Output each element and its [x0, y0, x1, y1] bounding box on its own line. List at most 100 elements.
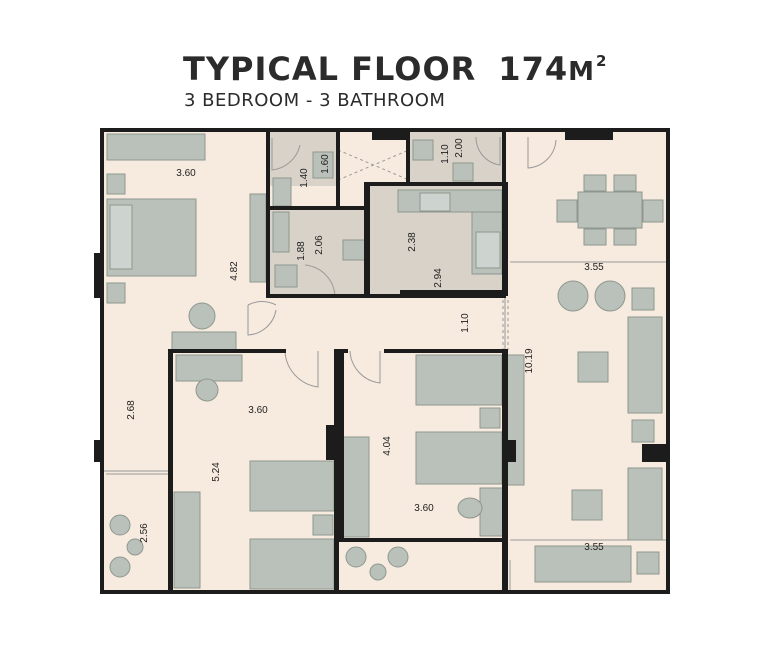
plan-area-sup: 2 — [595, 52, 608, 70]
wall-master-right — [266, 128, 270, 298]
dim-living-width-top: 3.55 — [584, 262, 604, 273]
bed2-bed-2 — [249, 538, 335, 590]
dining-chair-2 — [613, 174, 637, 192]
wall-bath1-right — [336, 128, 340, 206]
bath-2-sink — [342, 239, 366, 261]
dining-chair-1 — [583, 174, 607, 192]
bed2-chair — [195, 378, 219, 402]
dining-table — [577, 191, 643, 229]
dining-chair-6 — [642, 199, 664, 223]
bed3-nightstand — [479, 407, 501, 429]
dimension-labels: 3.60 4.82 1.40 1.60 1.88 2.06 2.38 2.94 … — [126, 138, 604, 553]
laundry-sink — [452, 162, 474, 182]
wall-kitchen-bottom — [400, 290, 506, 298]
wall-kitchen-right — [502, 186, 508, 296]
bed3-wardrobe — [342, 436, 370, 538]
furniture — [106, 133, 664, 590]
bed2-bed-1 — [249, 460, 335, 512]
dining-chair-5 — [556, 199, 578, 223]
door-master-leaf — [247, 305, 277, 336]
master-chair — [188, 302, 216, 330]
bed2-wardrobe — [173, 491, 201, 589]
column-right — [642, 444, 668, 462]
wall-bed2-right — [334, 349, 339, 594]
wall-kitchen-top — [364, 182, 508, 186]
laundry-washer — [412, 139, 434, 161]
dim-kitchen-a: 2.38 — [407, 232, 418, 252]
living-sofa — [627, 316, 663, 414]
balcony-mid-table — [369, 563, 387, 581]
column-left-1 — [94, 253, 104, 298]
plan-area-unit: M — [568, 57, 595, 87]
plan-area-value: 174 — [498, 50, 569, 88]
kitchen-hob — [475, 231, 501, 269]
master-desk — [171, 331, 237, 351]
wall-laundry-right — [502, 128, 506, 186]
wall-bath-bottom — [266, 294, 406, 298]
door-entrance — [527, 137, 557, 169]
wall-kitchen-left — [364, 184, 370, 298]
dining-chair-4 — [613, 228, 637, 246]
dim-dressing: 2.68 — [126, 400, 137, 420]
column-bed2 — [326, 425, 338, 460]
bed2-desk — [175, 354, 243, 382]
door-laundry — [475, 136, 501, 166]
balcony-left-chair-2 — [109, 556, 131, 578]
master-nightstand-2 — [106, 282, 126, 304]
walls — [94, 128, 670, 594]
door-bath-1 — [271, 138, 301, 171]
bath-2-shower — [272, 211, 290, 253]
dim-balcony-left: 2.56 — [139, 523, 150, 543]
column-bed3 — [502, 440, 516, 462]
dim-living-length: 10.19 — [524, 348, 535, 373]
wall-bed3-right — [502, 349, 508, 594]
living-side-table-1 — [631, 287, 655, 311]
dim-bed3-width: 3.60 — [414, 503, 434, 514]
bed2-nightstand — [312, 514, 334, 536]
plan-title: TYPICAL FLOOR 174M2 — [183, 50, 607, 88]
bed3-chair — [457, 497, 483, 519]
wall-outer-bottom — [100, 590, 670, 594]
column-top-1 — [372, 128, 410, 140]
bed3-bed-2 — [415, 431, 503, 485]
dim-laundry-a: 1.10 — [440, 144, 451, 164]
wall-bed3-left — [338, 349, 344, 541]
dim-bath2-a: 1.88 — [296, 241, 307, 261]
dim-bed3-length: 4.04 — [382, 436, 393, 456]
bed3-bed-1 — [415, 354, 503, 406]
lounge-side-table — [636, 551, 660, 575]
wall-bed3-top — [384, 349, 506, 353]
door-swings — [247, 136, 557, 388]
bed3-desk — [479, 487, 505, 537]
wall-laundry-left — [406, 128, 410, 184]
column-left-2 — [94, 440, 104, 462]
dim-bath1-a: 1.40 — [299, 168, 310, 188]
master-wardrobe — [106, 133, 206, 161]
master-bed-pillows — [109, 204, 133, 270]
dim-bed2-width: 3.60 — [248, 405, 268, 416]
wall-bed2-top — [168, 349, 286, 353]
dim-bed2-length: 5.24 — [211, 462, 222, 482]
plan-title-main: TYPICAL FLOOR — [183, 50, 477, 88]
lounge-sofa — [627, 467, 663, 541]
balcony-left-chair-1 — [109, 514, 131, 536]
door-bedroom-2 — [284, 350, 319, 388]
dim-bath2-b: 2.06 — [314, 235, 325, 255]
dining-chair-3 — [583, 228, 607, 246]
bath-1-toilet — [272, 177, 292, 207]
wall-balcony-left — [168, 470, 172, 594]
balcony-mid-chair-1 — [345, 546, 367, 568]
lounge-table — [571, 489, 603, 521]
bath-1-sink — [312, 151, 334, 179]
wall-outer-right — [666, 128, 670, 594]
dim-living-width-bottom: 3.55 — [584, 542, 604, 553]
door-bedroom-3 — [349, 350, 381, 384]
column-top-2 — [565, 128, 613, 140]
living-coffee-table — [577, 351, 609, 383]
wall-outer-left — [100, 128, 104, 594]
dim-bath1-b: 1.60 — [320, 154, 331, 174]
wall-bath-divider — [270, 206, 366, 210]
dim-master-length: 4.82 — [229, 261, 240, 281]
dim-master-width: 3.60 — [176, 168, 196, 179]
